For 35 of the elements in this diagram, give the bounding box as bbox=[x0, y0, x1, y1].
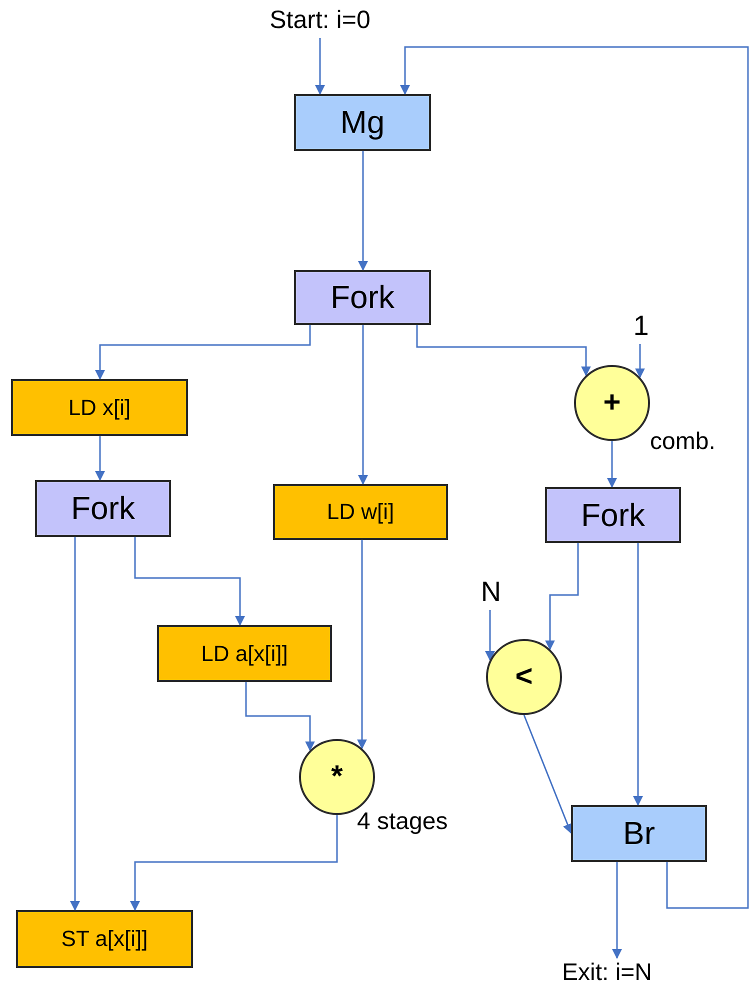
flow-label: 1 bbox=[626, 308, 656, 344]
arrow bbox=[607, 441, 617, 488]
arrow bbox=[70, 537, 80, 911]
memory-box: LD x[i] bbox=[11, 379, 188, 436]
arrow bbox=[357, 540, 367, 750]
memory-box: LD w[i] bbox=[273, 484, 448, 540]
arrow bbox=[130, 815, 338, 911]
arrow bbox=[245, 682, 315, 752]
flow-label: Start: i=0 bbox=[236, 2, 404, 38]
arrow bbox=[416, 325, 591, 376]
fork-box: Fork bbox=[545, 487, 681, 543]
arrow bbox=[635, 344, 645, 378]
arrow bbox=[95, 325, 311, 380]
arrow bbox=[485, 610, 495, 662]
arrow bbox=[358, 325, 368, 485]
annotation-text: comb. bbox=[650, 428, 716, 456]
arrow bbox=[523, 714, 572, 834]
arrow bbox=[358, 151, 368, 271]
operator-circle: + bbox=[574, 365, 650, 441]
fork-box: Fork bbox=[35, 480, 171, 537]
arrow bbox=[134, 537, 245, 626]
arrow bbox=[612, 862, 622, 959]
operator-circle: < bbox=[486, 639, 562, 715]
arrow bbox=[400, 46, 749, 909]
flow-label: Exit: i=N bbox=[532, 958, 682, 988]
arrow bbox=[545, 543, 579, 650]
flow-label: N bbox=[476, 574, 506, 610]
fork-box: Fork bbox=[294, 270, 431, 325]
memory-box: LD a[x[i]] bbox=[157, 625, 332, 682]
arrow bbox=[95, 436, 105, 481]
arrow bbox=[315, 38, 325, 95]
process-box: Mg bbox=[294, 94, 431, 151]
process-box: Br bbox=[571, 805, 707, 862]
memory-box: ST a[x[i]] bbox=[16, 910, 193, 968]
arrow bbox=[633, 543, 643, 806]
